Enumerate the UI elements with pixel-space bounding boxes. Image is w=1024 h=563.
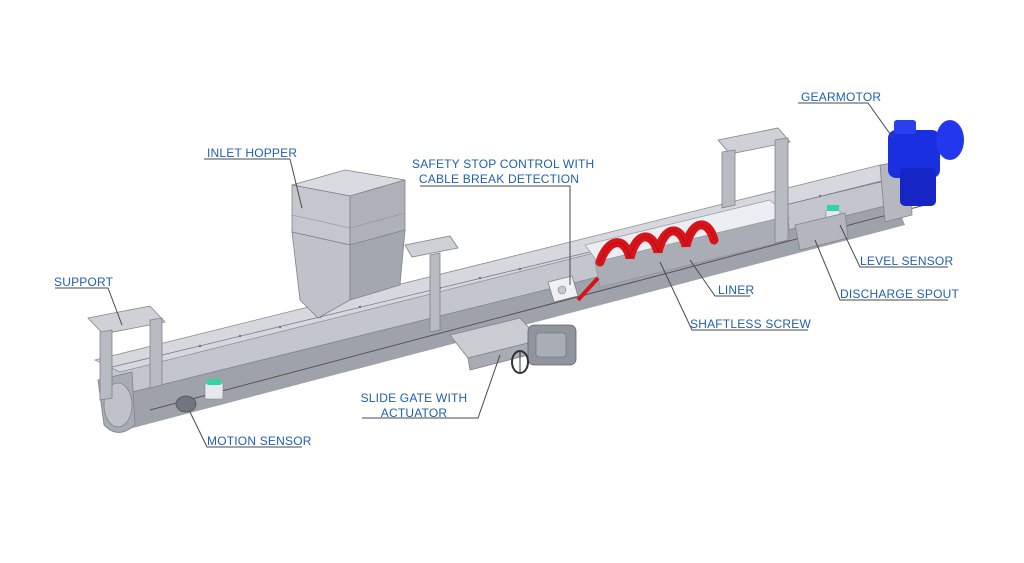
label-safety-stop-line1: SAFETY STOP CONTROL WITH xyxy=(412,157,595,171)
label-slide-gate-line2: ACTUATOR xyxy=(380,406,448,420)
support-middle xyxy=(404,235,459,333)
actuator xyxy=(511,324,577,374)
label-slide-gate-line1: SLIDE GATE WITH xyxy=(360,391,468,405)
support-left xyxy=(87,305,166,401)
label-discharge-spout: DISCHARGE SPOUT xyxy=(840,287,960,301)
shaftless-screw xyxy=(576,220,719,302)
inlet-hopper xyxy=(291,169,406,319)
label-support: SUPPORT xyxy=(54,275,114,289)
discharge-spout xyxy=(794,212,849,251)
label-safety-stop-control: SAFETY STOP CONTROL WITH CABLE BREAK DET… xyxy=(412,157,595,187)
label-shaftless-screw: SHAFTLESS SCREW xyxy=(690,317,812,331)
label-liner: LINER xyxy=(718,283,755,297)
label-level-sensor: LEVEL SENSOR xyxy=(860,254,954,268)
label-gearmotor: GEARMOTOR xyxy=(801,90,882,104)
label-motion-sensor: MOTION SENSOR xyxy=(207,434,312,448)
gearmotor xyxy=(888,120,964,206)
label-slide-gate: SLIDE GATE WITH ACTUATOR xyxy=(352,391,476,421)
leader-lines xyxy=(55,102,948,448)
label-safety-stop-line2: CABLE BREAK DETECTION xyxy=(418,172,580,186)
support-right xyxy=(717,127,791,244)
motion-sensor xyxy=(175,379,224,413)
label-inlet-hopper: INLET HOPPER xyxy=(207,146,298,160)
